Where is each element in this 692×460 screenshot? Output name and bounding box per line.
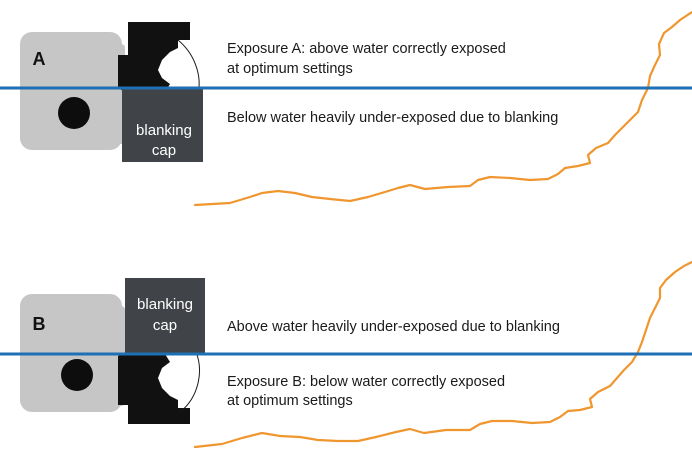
- caption-b-bottom-line2: at optimum settings: [227, 393, 353, 409]
- camera-label-a: A: [33, 49, 46, 69]
- lens-icon: [61, 359, 93, 391]
- caption-a-bottom: Below water heavily under-exposed due to…: [227, 110, 558, 126]
- lens-housing-icon: [118, 22, 190, 92]
- shoreline-line-a: [193, 10, 692, 207]
- blanking-cap-label-line1: blanking: [137, 296, 193, 313]
- blanking-cap: [125, 278, 205, 354]
- caption-a-top-line1: Exposure A: above water correctly expose…: [227, 41, 506, 57]
- lens-housing-icon: [118, 354, 190, 424]
- panel-a: blanking cap A Exposure A: above water c…: [0, 10, 692, 207]
- panel-b: blanking cap B Above water heavily under…: [0, 260, 692, 449]
- shoreline-line-b: [193, 260, 692, 449]
- camera-body-step: [95, 44, 125, 144]
- blanking-cap-label-line2: cap: [152, 142, 176, 159]
- caption-a-top-line2: at optimum settings: [227, 61, 353, 77]
- caption-b-bottom-line1: Exposure B: below water correctly expose…: [227, 374, 505, 390]
- camera-body-step: [95, 306, 125, 406]
- lens-icon: [58, 97, 90, 129]
- dome-port-outline: [179, 351, 200, 413]
- blanking-cap: [122, 88, 203, 162]
- blanking-cap-label-line1: blanking: [136, 122, 192, 139]
- camera-label-b: B: [33, 314, 46, 334]
- caption-b-top: Above water heavily under-exposed due to…: [227, 319, 560, 335]
- blanking-cap-label-line2: cap: [153, 317, 177, 334]
